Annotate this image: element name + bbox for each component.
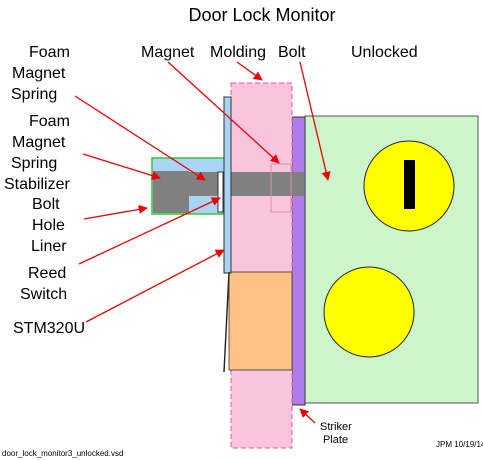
label-molding: Molding (210, 44, 266, 61)
label-stm320u: STM320U (13, 320, 85, 337)
keyhole-icon (404, 160, 415, 209)
label-magnet: Magnet (141, 44, 195, 61)
arrow-molding (236, 61, 263, 81)
arrow-foam-magnet-spring (74, 95, 206, 181)
arrow-bolt-hole-liner (83, 204, 148, 220)
arrow-reed-switch (78, 197, 221, 265)
label-reed-switch: Reed Switch (20, 265, 71, 303)
reed-switch-body (217, 171, 224, 213)
magnet (270, 163, 292, 213)
footer-author-date: JPM 10/19/14 (436, 440, 483, 449)
label-foam-magnet-spring: Foam Magnet Spring (11, 44, 74, 103)
diagram-title: Door Lock Monitor (188, 5, 335, 25)
label-bolt-hole-liner: Bolt Hole Liner (31, 196, 69, 255)
footer-filename: door_lock_monitor3_unlocked.vsd (2, 449, 123, 458)
label-foam-magnet-spring-stabilizer: Foam Magnet Spring Stabilizer (4, 113, 74, 193)
callout-arrows (74, 61, 331, 424)
molding (230, 82, 293, 449)
arrow-striker-plate (299, 408, 316, 424)
bolt (189, 172, 304, 196)
reed-switch-lead (223, 271, 230, 373)
arrow-foam-magnet-spring-stabilizer (82, 153, 161, 180)
striker-plate (291, 116, 306, 406)
label-striker-plate: Striker Plate (320, 421, 355, 446)
unlocked-state-label: Unlocked (351, 44, 418, 61)
reed-switch (223, 96, 232, 274)
arrow-magnet (167, 61, 280, 164)
arrow-bolt (299, 61, 331, 181)
door-knob-lower (323, 266, 415, 358)
stm320u-module (228, 271, 293, 371)
label-bolt: Bolt (278, 44, 306, 61)
arrow-stm320u (85, 249, 225, 323)
